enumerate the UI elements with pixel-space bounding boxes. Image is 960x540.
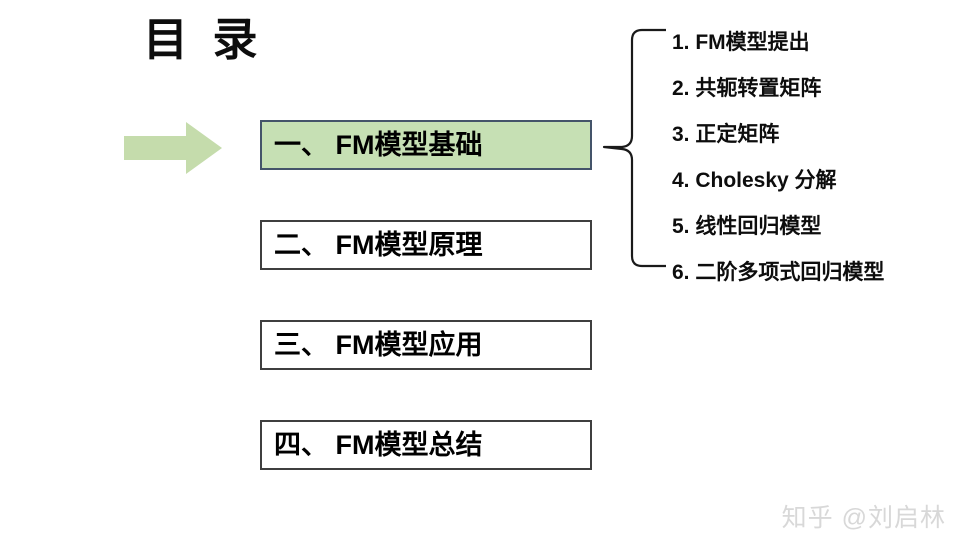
sub-topic-item-4[interactable]: 4. Cholesky 分解 — [672, 169, 837, 192]
sub-topic-item-5[interactable]: 5. 线性回归模型 — [672, 215, 822, 238]
watermark: 知乎 @刘启林 — [781, 504, 946, 532]
curly-brace-icon — [600, 28, 668, 268]
agenda-item-3[interactable]: 三、 FM模型应用 — [260, 320, 592, 370]
agenda-item-3-label: 三、 FM模型应用 — [274, 330, 483, 360]
page-title: 目 录 — [143, 14, 264, 65]
agenda-item-2[interactable]: 二、 FM模型原理 — [260, 220, 592, 270]
sub-topic-item-1[interactable]: 1. FM模型提出 — [672, 31, 810, 54]
pointer-arrow-icon — [124, 122, 222, 174]
agenda-item-4[interactable]: 四、 FM模型总结 — [260, 420, 592, 470]
sub-topic-item-2[interactable]: 2. 共轭转置矩阵 — [672, 77, 822, 100]
sub-topic-item-6[interactable]: 6. 二阶多项式回归模型 — [672, 261, 885, 284]
agenda-item-1[interactable]: 一、 FM模型基础 — [260, 120, 592, 170]
sub-topic-item-3[interactable]: 3. 正定矩阵 — [672, 123, 780, 146]
agenda-item-1-label: 一、 FM模型基础 — [274, 130, 483, 160]
agenda-item-2-label: 二、 FM模型原理 — [274, 230, 483, 260]
agenda-item-4-label: 四、 FM模型总结 — [274, 430, 483, 460]
sub-topic-list: 1. FM模型提出 2. 共轭转置矩阵 3. 正定矩阵 4. Cholesky … — [672, 20, 958, 296]
